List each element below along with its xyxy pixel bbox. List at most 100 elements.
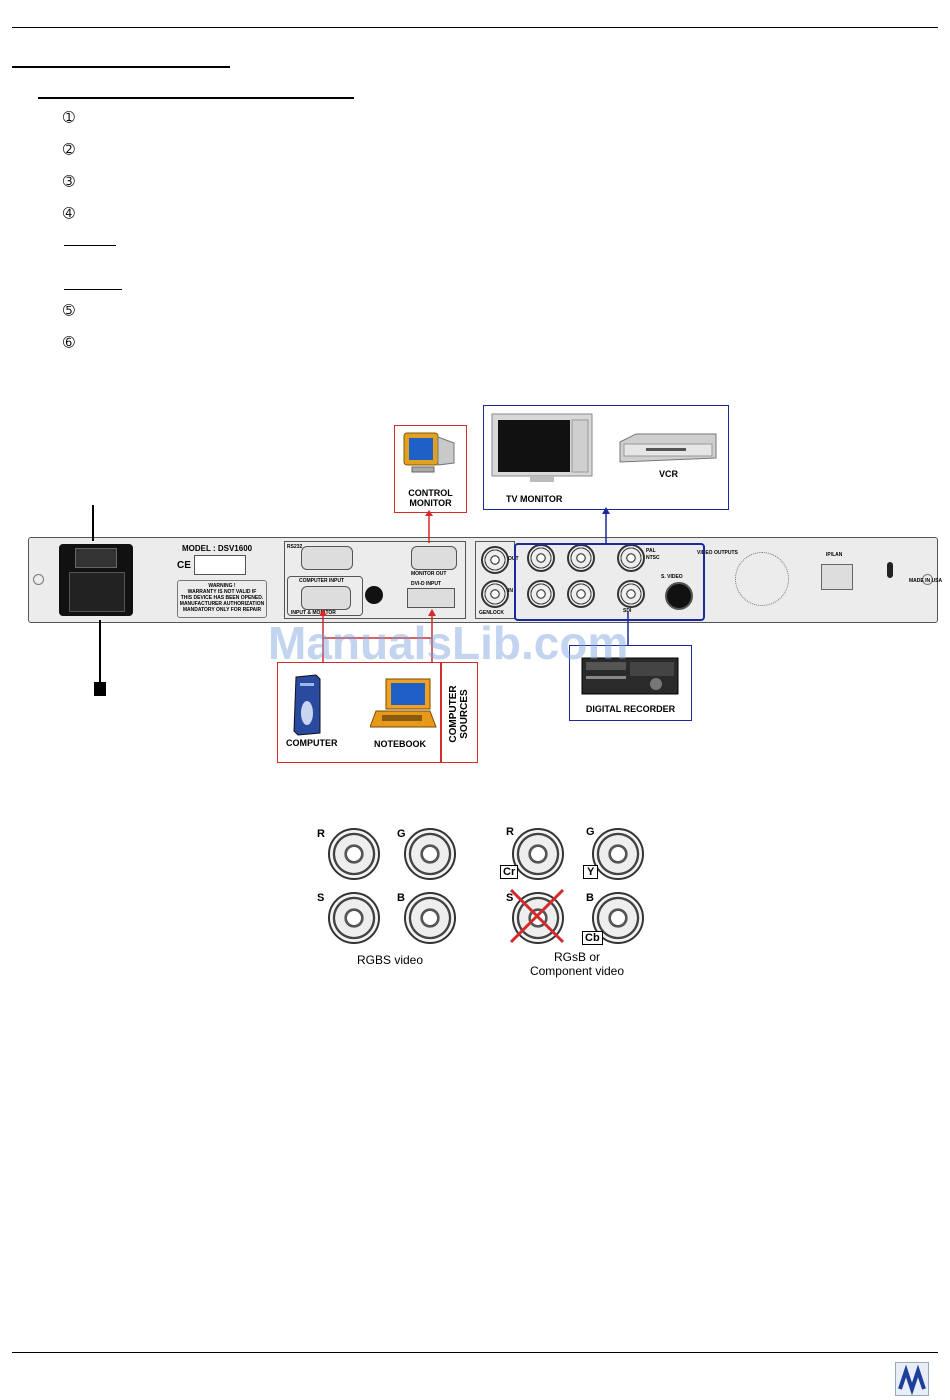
sdi-label: SDI — [623, 608, 632, 614]
video-out-r-bnc — [527, 544, 555, 572]
genlock-in-label: IN — [508, 588, 513, 594]
warning-box: WARNING ! WARRANTY IS NOT VALID IF THIS … — [177, 580, 267, 618]
knob — [365, 586, 383, 604]
tag-cb: Cb — [582, 931, 603, 945]
warning-text: WARNING ! WARRANTY IS NOT VALID IF THIS … — [179, 583, 265, 613]
ce-mark: CE — [177, 560, 191, 571]
lan-port — [821, 564, 853, 590]
crt-monitor-icon — [403, 432, 455, 473]
note-underline-2 — [64, 289, 122, 290]
left-caption: RGBS video — [356, 953, 424, 967]
connector-figure: R G S B RGBS video R G S B Cr Y Cb RGsB … — [300, 820, 660, 990]
pal-ntsc-label: PAL NTSC — [646, 548, 660, 561]
computer-sources-divider — [440, 663, 442, 762]
left-letter-b: B — [397, 892, 405, 904]
list-marker-2: ➁ — [63, 142, 75, 158]
left-letter-s: S — [317, 892, 325, 904]
tag-cr: Cr — [500, 865, 519, 879]
made-in-label: MADE IN USA — [909, 578, 943, 584]
input-monitor-frame — [284, 541, 466, 619]
footer-rule — [12, 1352, 938, 1353]
mount-hole-right — [922, 574, 933, 585]
computer-label: COMPUTER — [286, 738, 338, 748]
inlet-socket — [69, 572, 125, 612]
computer-sources-label: COMPUTER SOURCES — [448, 685, 470, 743]
pal-ntsc-bnc — [617, 544, 645, 572]
left-bnc-b — [404, 892, 456, 944]
notebook-icon — [370, 678, 437, 728]
tv-vcr-box: TV MONITOR VCR — [483, 405, 729, 510]
digital-recorder-box: DIGITAL RECORDER — [569, 645, 692, 721]
brand-logo — [895, 1362, 929, 1396]
left-bnc-g — [404, 828, 456, 880]
rear-panel: MODEL : DSV1600 CE WARNING ! WARRANTY IS… — [28, 537, 942, 623]
list-marker-6: ➅ — [63, 335, 75, 351]
left-bnc-s — [328, 892, 380, 944]
s-video-port — [665, 582, 693, 610]
control-monitor-box: CONTROL MONITOR — [394, 425, 467, 513]
right-bnc-g — [592, 828, 644, 880]
video-out-g-bnc — [567, 544, 595, 572]
right-bnc-r — [512, 828, 564, 880]
dvi-port — [407, 588, 455, 608]
connection-lines — [92, 505, 629, 696]
video-outputs-label: VIDEO OUTPUTS — [697, 550, 738, 556]
model-label: MODEL : DSV1600 — [182, 544, 253, 553]
computer-input-port — [301, 586, 351, 610]
vcr-icon — [619, 433, 717, 463]
serial-box — [194, 555, 246, 575]
subsection-underline — [38, 97, 354, 99]
brand-logo-icon — [898, 1364, 926, 1396]
left-bnc-r — [328, 828, 380, 880]
kensington-lock — [887, 562, 893, 578]
power-switch — [75, 548, 117, 568]
right-caption: RGsB or Component video — [529, 950, 625, 978]
digital-recorder-label: DIGITAL RECORDER — [585, 704, 676, 714]
ip-lan-label: IP/LAN — [826, 552, 843, 558]
sdi-bnc — [617, 580, 645, 608]
vcr-label: VCR — [659, 469, 679, 479]
right-letter-b: B — [586, 892, 594, 904]
monitor-out-port — [411, 546, 457, 570]
section-underline — [12, 66, 230, 68]
left-letter-g: G — [397, 828, 406, 840]
computer-tower-icon — [293, 674, 321, 736]
right-letter-g: G — [586, 826, 595, 838]
video-outputs-frame — [514, 543, 705, 621]
list-marker-3: ➂ — [63, 174, 75, 190]
note-underline-1 — [64, 245, 116, 246]
monitor-out-label: MONITOR OUT — [411, 571, 447, 577]
tv-monitor-label: TV MONITOR — [506, 494, 563, 504]
list-marker-1: ➀ — [63, 110, 75, 126]
rs232-port — [301, 546, 353, 570]
rs232-label: RS232 — [287, 544, 303, 550]
power-inlet — [59, 544, 133, 616]
s-video-label: S. VIDEO — [661, 574, 683, 580]
notebook-label: NOTEBOOK — [374, 739, 427, 749]
right-letter-s: S — [506, 892, 514, 904]
watermark: ManualsLib.com — [268, 617, 629, 669]
list-marker-5: ➄ — [63, 303, 75, 319]
recorder-icon — [581, 657, 679, 695]
control-monitor-label: CONTROL MONITOR — [408, 488, 453, 508]
genlock-label: GENLOCK — [479, 610, 504, 616]
computer-sources-box: COMPUTER NOTEBOOK COMPUTER SOURCES — [277, 662, 478, 763]
mount-hole-left — [33, 574, 44, 585]
left-letter-r: R — [317, 828, 325, 840]
tv-monitor-icon — [491, 413, 593, 482]
connection-diagram: CONTROL MONITOR TV MONITOR VCR MODEL : D… — [28, 405, 942, 763]
list-marker-4: ➃ — [63, 206, 75, 222]
input-monitor-label: INPUT & MONITOR — [291, 610, 336, 616]
dvi-input-label: DVI-D INPUT — [411, 581, 441, 587]
fan-grille — [735, 552, 789, 606]
cross-out-icon — [509, 888, 565, 944]
computer-input-label: COMPUTER INPUT — [299, 578, 344, 584]
tag-y: Y — [583, 865, 599, 879]
header-rule — [12, 27, 938, 28]
video-out-b-bnc — [567, 580, 595, 608]
genlock-in-bnc — [481, 580, 509, 608]
right-letter-r: R — [506, 826, 514, 838]
video-out-s-bnc — [527, 580, 555, 608]
genlock-out-bnc — [481, 546, 509, 574]
genlock-out-label: OUT — [508, 556, 519, 562]
